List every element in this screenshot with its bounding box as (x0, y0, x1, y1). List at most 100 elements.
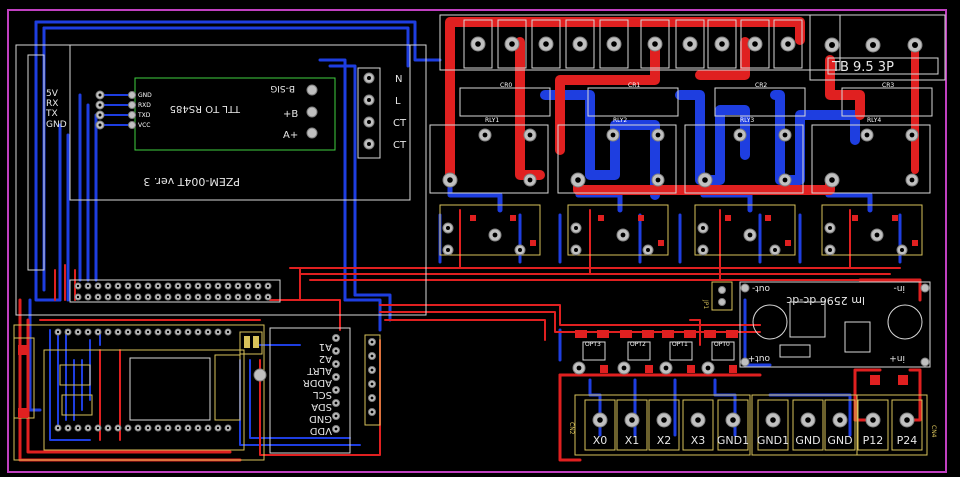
uart-txd-label: TXD (137, 112, 151, 119)
relay-terminal-pad-hole (652, 41, 658, 47)
header-pad-hole (166, 284, 170, 288)
relay-terminal-pad-hole (719, 41, 725, 47)
header-pad-hole (86, 295, 90, 299)
smd-part (470, 215, 476, 221)
header-pad-hole (206, 284, 210, 288)
rtc-pin-label: A2 (319, 353, 332, 364)
relay-pad-hole (782, 177, 788, 183)
dcdc-in-plus: in+ (889, 353, 905, 363)
io-terminal-pad-hole (904, 417, 910, 423)
header-pad-hole (266, 284, 270, 288)
opto-smd (597, 330, 609, 338)
header-pad-hole (176, 295, 180, 299)
cn4-label: CN4 (930, 425, 937, 438)
mcu-pad-hole (86, 426, 90, 430)
relay-pad-hole (527, 177, 533, 183)
rtc-pin-label: VDD (309, 425, 332, 436)
driver-pad-hole (900, 248, 904, 252)
driver-pad-hole (773, 248, 777, 252)
opto-smd (684, 330, 696, 338)
io-terminal-outline (717, 399, 749, 451)
pad-b (306, 106, 318, 118)
relay-pad-hole (655, 132, 661, 138)
header-pad-hole (126, 284, 130, 288)
io-terminal-label: X2 (657, 434, 672, 447)
driver-pad-hole (747, 232, 753, 238)
driver-pad-hole (646, 248, 650, 252)
header-pad-hole (196, 284, 200, 288)
header-pad-hole (156, 295, 160, 299)
cn2-outline (574, 394, 751, 456)
smd-part (912, 240, 918, 246)
driver-pad-hole (828, 248, 832, 252)
relay-pad-hole (909, 132, 915, 138)
rtc-right-pad-hole (370, 382, 374, 386)
mcu-chip (129, 357, 211, 421)
cr-outline (841, 87, 933, 117)
ttl-label: TTL TO RS485 (170, 103, 241, 114)
cr-label: CR1 (628, 82, 640, 89)
rtc-pad-hole (334, 414, 338, 418)
ac-terminal-outline (357, 67, 381, 159)
header-pad-hole (76, 284, 80, 288)
mcu-pad-hole (206, 426, 210, 430)
header-pad-hole (186, 284, 190, 288)
relay-pad-hole (864, 132, 870, 138)
io-terminal-pad-hole (695, 417, 701, 423)
io-terminal-label: X3 (691, 434, 706, 447)
mcu-pad-hole (86, 330, 90, 334)
header-pad-hole (126, 295, 130, 299)
led-pad-hole (621, 365, 627, 371)
relay-terminal-pad-hole (509, 41, 515, 47)
relay-terminal-outline (531, 19, 561, 69)
dcdc-in-minus: in- (894, 283, 905, 293)
header-pad-hole (226, 295, 230, 299)
relay-terminal-outline (773, 19, 803, 69)
header-pin-row (69, 279, 281, 303)
relay-terminal-pad-hole (687, 41, 693, 47)
rtc-pin-label: GND (309, 413, 332, 424)
header-pad-hole (236, 295, 240, 299)
mcu-pad-hole (226, 426, 230, 430)
header-pad-hole (146, 284, 150, 288)
header-pad-hole (116, 295, 120, 299)
pad-a (306, 127, 318, 139)
header-pad-hole (246, 295, 250, 299)
rtc-right-pad-hole (370, 368, 374, 372)
led-pad-hole (705, 365, 711, 371)
rtc-right-pad-hole (370, 354, 374, 358)
pin-5v-label: 5V (46, 89, 59, 99)
mcu-pad-hole (196, 426, 200, 430)
relay-label: RLY1 (485, 117, 499, 124)
smd-part (658, 240, 664, 246)
rtc-pad-hole (334, 362, 338, 366)
header-pad-hole (246, 284, 250, 288)
io-terminal-pad-hole (837, 417, 843, 423)
header-pad-hole (186, 295, 190, 299)
mcu-pad-hole (136, 330, 140, 334)
driver-pad-hole (518, 248, 522, 252)
opto-outline (669, 341, 693, 361)
opto-label: OPT3 (585, 341, 601, 348)
smd-part (598, 215, 604, 221)
opto-outline (627, 341, 651, 361)
rtc-pin-label: SDA (311, 401, 332, 412)
relay-terminal-outline (497, 19, 527, 69)
uart-pads (95, 90, 136, 130)
pin-tx-label: TX (45, 109, 58, 119)
driver-pad-hole (620, 232, 626, 238)
rtc-pad-hole (334, 336, 338, 340)
mcu-pad-hole (206, 330, 210, 334)
driver-pad-hole (701, 226, 705, 230)
mcu-pad-hole (166, 330, 170, 334)
opto-label: OPT1 (672, 341, 688, 348)
bsig-label: B-SIG (270, 83, 295, 93)
io-terminal-outline (757, 399, 789, 451)
mcu-pad-hole (146, 426, 150, 430)
io-terminal-pad-hole (661, 417, 667, 423)
rtc-pad-hole (334, 349, 338, 353)
smd-part (785, 240, 791, 246)
pin-rx-label: RX (46, 99, 58, 109)
